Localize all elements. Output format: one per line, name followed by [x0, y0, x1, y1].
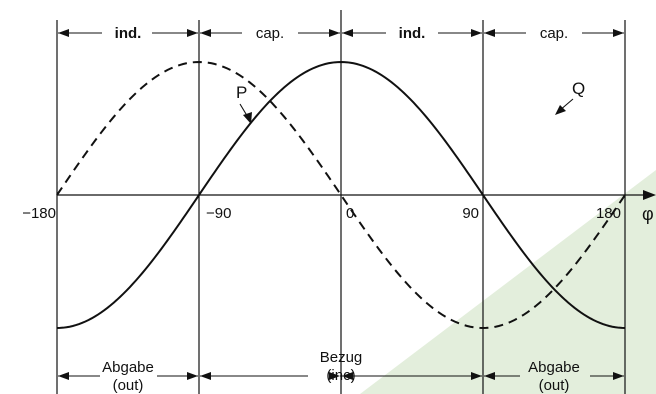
tick-label-180: 180: [596, 205, 621, 222]
top-region-label-2: cap.: [256, 25, 284, 42]
bottom-region-label-3-line2: (out): [539, 377, 570, 394]
top-region-3-arrowhead-right: [471, 29, 482, 37]
bottom-region-3-arrowhead-left: [484, 372, 495, 380]
curve-p: [56, 60, 626, 329]
top-region-1-arrowhead-right: [187, 29, 198, 37]
bottom-region-label-2-line2: (inc): [326, 367, 355, 384]
curve-q-pointer-arrowhead: [555, 105, 566, 115]
bottom-region-label-3-line1: Abgabe: [528, 359, 580, 376]
curve-q-label: Q: [572, 79, 585, 98]
bottom-region-label-1-line2: (out): [113, 377, 144, 394]
tick-label-90: 90: [462, 205, 479, 222]
curve-p-pointer-arrowhead: [243, 112, 252, 124]
top-region-1-arrowhead-left: [58, 29, 69, 37]
bottom-region-label-2-line1: Bezug: [320, 349, 363, 366]
tick-label-minus-90: −90: [206, 205, 231, 222]
bottom-region-2b-arrowhead-left: [342, 372, 353, 380]
curve-p-label: P: [236, 83, 247, 102]
region-boundaries: [56, 10, 626, 394]
watermark-triangle: [360, 170, 656, 394]
x-axis-symbol: φ: [642, 204, 654, 224]
tick-label-0: 0: [346, 205, 354, 222]
top-region-2-arrowhead-left: [200, 29, 211, 37]
top-region-3-arrowhead-left: [342, 29, 353, 37]
bottom-region-1-arrowhead-right: [187, 372, 198, 380]
bottom-region-2-arrowhead-right: [329, 372, 340, 380]
top-region-label-4: cap.: [540, 25, 568, 42]
region-arrows: [58, 29, 624, 380]
axis-arrowhead: [643, 190, 656, 200]
top-region-2-arrowhead-right: [329, 29, 340, 37]
tick-label-minus-180: −180: [22, 205, 56, 222]
bottom-region-3-arrowhead-right: [613, 372, 624, 380]
top-region-4-arrowhead-left: [484, 29, 495, 37]
bottom-region-2-arrowhead-left: [200, 372, 211, 380]
top-region-4-arrowhead-right: [613, 29, 624, 37]
bottom-region-1-arrowhead-left: [58, 372, 69, 380]
top-region-label-1: ind.: [115, 25, 142, 42]
bottom-region-label-1-line1: Abgabe: [102, 359, 154, 376]
bottom-region-2b-arrowhead-right: [471, 372, 482, 380]
top-region-label-3: ind.: [399, 25, 426, 42]
